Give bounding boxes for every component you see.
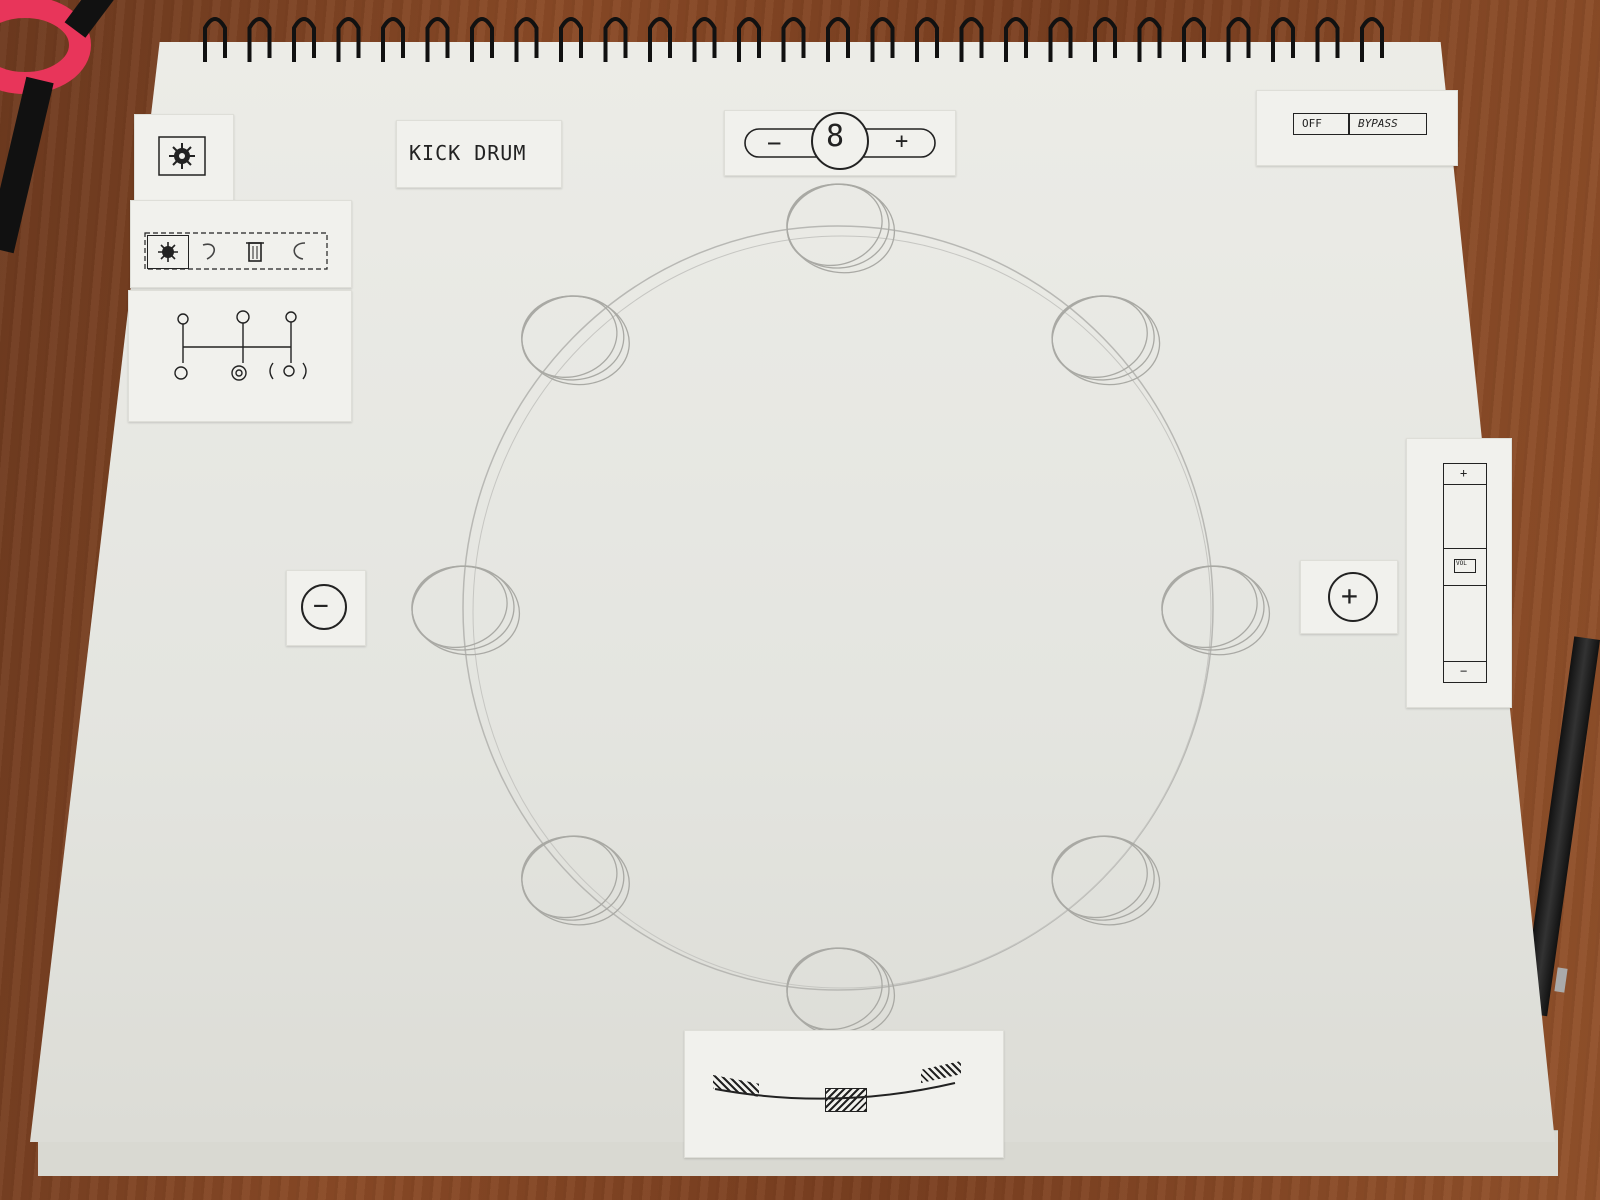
bypass-toggle-card: OFF BYPASS bbox=[1256, 90, 1458, 166]
sequencer-pad[interactable] bbox=[403, 556, 526, 663]
spiral-ring bbox=[648, 17, 672, 62]
spiral-ring bbox=[247, 17, 272, 62]
spiral-ring bbox=[781, 17, 806, 62]
spiral-ring bbox=[381, 17, 405, 62]
sequencer-pad[interactable] bbox=[1043, 826, 1166, 933]
step-count-value: 8 bbox=[826, 119, 845, 154]
sequencer-pad[interactable] bbox=[513, 286, 636, 393]
scissors-prop bbox=[0, 0, 114, 254]
volume-slider-track[interactable]: + VOL − bbox=[1443, 463, 1487, 683]
spiral-ring bbox=[1271, 17, 1295, 62]
spiral-ring bbox=[915, 17, 939, 62]
spiral-ring bbox=[559, 17, 583, 62]
tool-palette bbox=[130, 200, 352, 288]
spiral-ring bbox=[959, 17, 984, 62]
spiral-ring bbox=[692, 17, 717, 62]
sequencer-pad[interactable] bbox=[1043, 286, 1166, 393]
sequencer-pad[interactable] bbox=[778, 174, 901, 281]
settings-button[interactable] bbox=[134, 114, 234, 202]
spiral-ring bbox=[203, 17, 227, 62]
spiral-ring bbox=[1315, 17, 1340, 62]
gear-icon bbox=[158, 242, 178, 262]
tool-settings-button[interactable] bbox=[147, 235, 189, 269]
minus-icon: − bbox=[1460, 664, 1468, 678]
toggle-divider bbox=[1348, 114, 1350, 134]
step-increment-button[interactable]: + bbox=[873, 129, 929, 157]
minus-icon: − bbox=[313, 591, 329, 621]
spiral-ring bbox=[1137, 17, 1162, 62]
spiral-ring bbox=[336, 17, 361, 62]
undo-button[interactable] bbox=[191, 235, 231, 267]
instrument-name-label[interactable]: KICK DRUM bbox=[396, 120, 562, 188]
bypass-toggle[interactable]: OFF BYPASS bbox=[1293, 113, 1427, 135]
spiral-ring bbox=[1048, 17, 1073, 62]
volume-plus-cell[interactable]: + bbox=[1444, 464, 1486, 485]
remove-pad-button[interactable]: − bbox=[286, 570, 366, 646]
sequencer-pad[interactable] bbox=[513, 826, 636, 933]
add-pad-button[interactable]: + bbox=[1300, 560, 1398, 634]
swipe-nav-card bbox=[684, 1030, 1004, 1158]
volume-thumb[interactable]: VOL bbox=[1444, 548, 1486, 586]
swipe-center-handle[interactable] bbox=[825, 1088, 867, 1112]
spiral-ring bbox=[292, 17, 316, 62]
sequencer-pad[interactable] bbox=[778, 938, 901, 1045]
undo-icon bbox=[202, 243, 215, 260]
volume-slider-card: + VOL − bbox=[1406, 438, 1512, 708]
plus-icon: + bbox=[1341, 579, 1358, 612]
minus-icon: − bbox=[767, 129, 782, 157]
spiral-ring bbox=[1182, 17, 1206, 62]
step-count-stepper: − 8 + bbox=[724, 110, 956, 176]
spiral-ring bbox=[603, 17, 628, 62]
spiral-ring bbox=[1226, 17, 1251, 62]
routing-diagram bbox=[174, 310, 307, 381]
spiral-ring bbox=[826, 17, 850, 62]
gear-icon bbox=[169, 143, 195, 169]
redo-button[interactable] bbox=[279, 235, 319, 267]
toggle-off-label: OFF bbox=[1302, 117, 1322, 130]
toggle-bypass-label: BYPASS bbox=[1358, 117, 1398, 130]
spiral-ring bbox=[1093, 17, 1117, 62]
spiral-ring bbox=[1360, 17, 1384, 62]
spiral-ring bbox=[1004, 17, 1028, 62]
plus-icon: + bbox=[895, 129, 909, 154]
volume-minus-cell[interactable]: − bbox=[1444, 661, 1486, 682]
volume-thumb-box bbox=[1454, 559, 1476, 573]
volume-thumb-label: VOL bbox=[1456, 560, 1467, 567]
sequencer-pad[interactable] bbox=[1153, 556, 1276, 663]
routing-diagram-card[interactable] bbox=[128, 290, 352, 422]
spiral-ring bbox=[514, 17, 539, 62]
spiral-ring bbox=[737, 17, 761, 62]
spiral-binding bbox=[203, 17, 1384, 62]
delete-button[interactable] bbox=[235, 235, 275, 267]
step-decrement-button[interactable]: − bbox=[751, 129, 807, 157]
spiral-ring bbox=[870, 17, 895, 62]
trash-icon bbox=[246, 242, 264, 262]
redo-icon bbox=[293, 242, 306, 260]
instrument-name-text: KICK DRUM bbox=[409, 141, 527, 165]
spiral-ring bbox=[470, 17, 494, 62]
spiral-ring bbox=[425, 17, 450, 62]
plus-icon: + bbox=[1460, 466, 1468, 480]
